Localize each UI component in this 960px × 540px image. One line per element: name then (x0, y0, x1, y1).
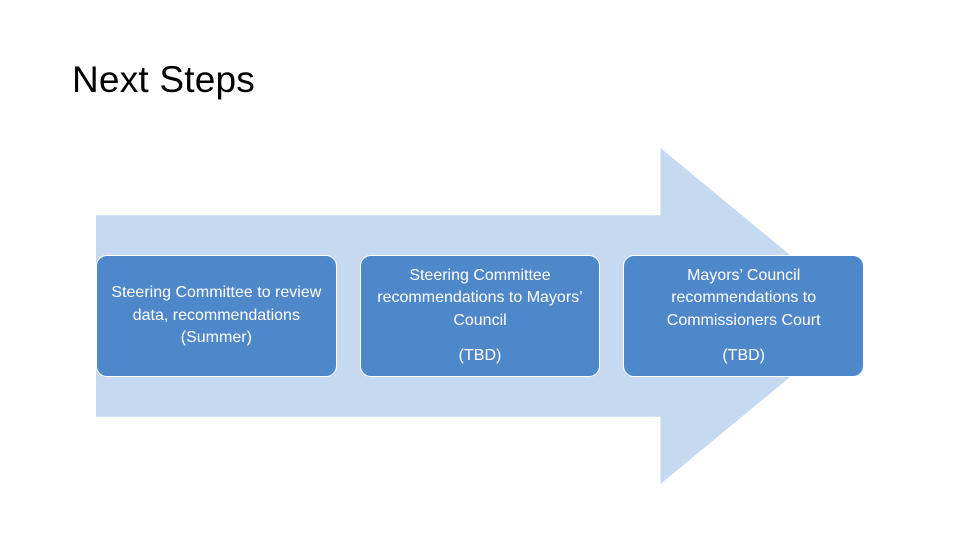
step-box-2[interactable]: Steering Committee recommendations to Ma… (359, 255, 601, 377)
step-2-sub-text: (TBD) (458, 346, 502, 364)
step-box-1[interactable]: Steering Committee to review data, recom… (96, 255, 337, 377)
step-3-sub-text: (TBD) (722, 346, 765, 364)
step-2-main-text: Steering Committee recommendations to Ma… (377, 266, 583, 329)
step-3-main-text: Mayors’ Council recommendations to Commi… (666, 266, 821, 329)
steps-row: Steering Committee to review data, recom… (96, 255, 865, 377)
page-title: Next Steps (72, 59, 255, 100)
step-1-main-text: Steering Committee to review data, recom… (111, 283, 322, 347)
step-box-3[interactable]: Mayors’ Council recommendations to Commi… (623, 255, 865, 377)
